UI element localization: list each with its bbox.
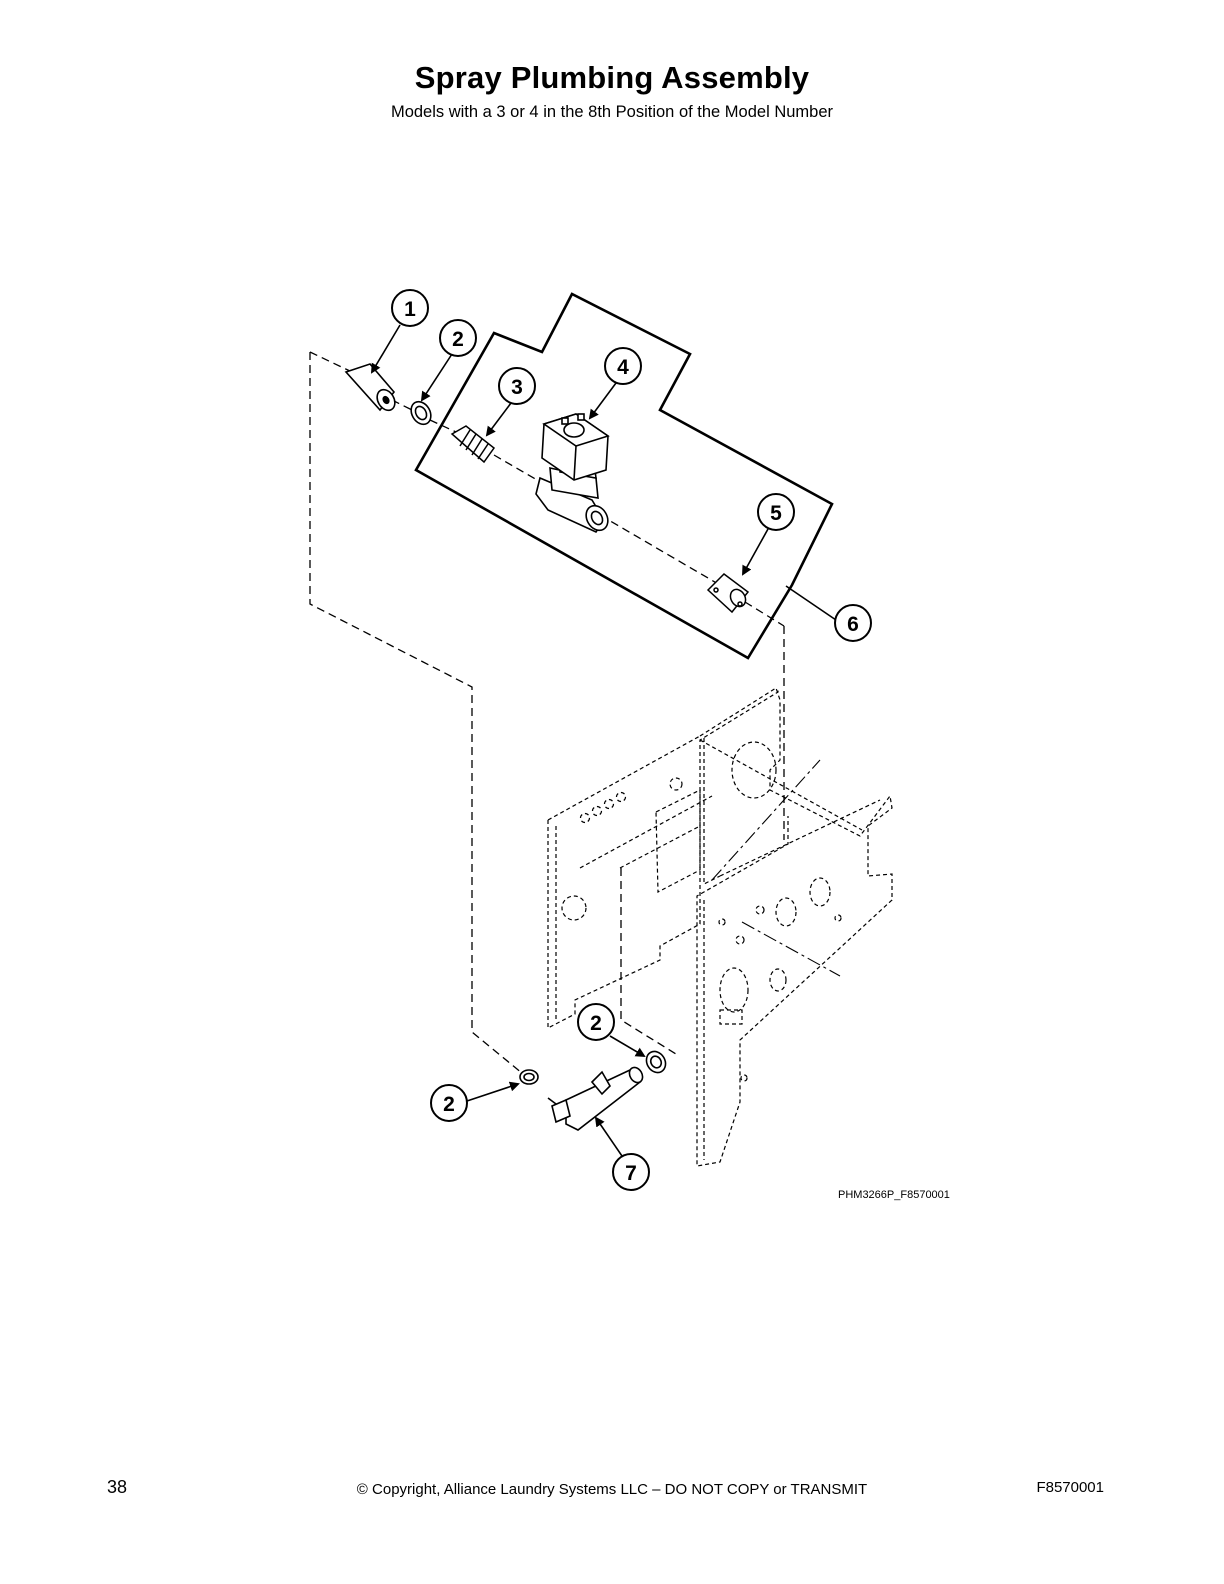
- document-code: F8570001: [1036, 1479, 1104, 1496]
- hose-clamp-part: [410, 400, 432, 426]
- hose-part: [344, 363, 396, 412]
- callout-2-top-label: 2: [452, 328, 464, 351]
- spray-nozzle-part: [706, 573, 750, 614]
- figure-code: PHM3266P_F8570001: [838, 1189, 950, 1201]
- page-subtitle: Models with a 3 or 4 in the 8th Position…: [390, 103, 834, 121]
- callout-1-label: 1: [404, 298, 416, 321]
- frame-axis-lines: [711, 759, 841, 977]
- callout-2-left-label: 2: [443, 1093, 455, 1116]
- solenoid-valve-part: [535, 413, 610, 534]
- callout-3-label: 3: [511, 376, 523, 399]
- callout-4-label: 4: [617, 356, 629, 379]
- kit-outline: [414, 292, 834, 660]
- page-number: 38: [107, 1477, 128, 1497]
- callout-5-label: 5: [770, 502, 782, 525]
- machine-frame: [547, 687, 893, 1167]
- callout-leaders: [370, 324, 837, 1157]
- callout-6-label: 6: [847, 613, 859, 636]
- callout-2-right-label: 2: [590, 1012, 602, 1035]
- callout-circles: [391, 289, 872, 1191]
- page-title: Spray Plumbing Assembly: [414, 60, 810, 95]
- hose-fitting-part: [450, 425, 496, 464]
- bottom-clamps: [519, 1050, 667, 1085]
- copyright-notice: © Copyright, Alliance Laundry Systems LL…: [356, 1481, 868, 1498]
- callout-7-label: 7: [625, 1162, 637, 1185]
- tee-manifold-part: [547, 1066, 644, 1131]
- hose-routing-lines: [309, 351, 785, 1079]
